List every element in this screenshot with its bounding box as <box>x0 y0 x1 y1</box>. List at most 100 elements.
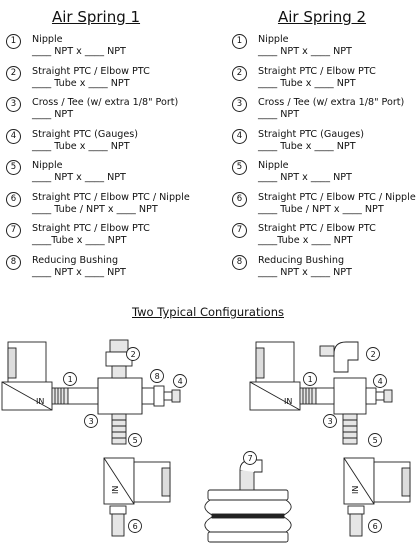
right-nipple-1 <box>299 387 317 405</box>
svg-text:1: 1 <box>308 375 313 384</box>
left-callout-1: 1 <box>63 372 77 386</box>
part-size-blank: ____ NPT x ____ NPT <box>32 46 126 57</box>
part-number-badge: 5 <box>232 160 247 175</box>
svg-text:3: 3 <box>328 417 333 426</box>
configurations-diagram: IN <box>1 339 411 543</box>
air-spring-2-title: Air Spring 2 <box>277 8 367 26</box>
part-number-badge: 4 <box>6 128 21 144</box>
part-number-badge: 8 <box>6 254 21 270</box>
part-number-badge: 7 <box>232 223 247 238</box>
right-lower-valve: IN <box>343 457 411 505</box>
left-gauge-ptc-4 <box>163 389 181 403</box>
part-name: Straight PTC / Elbow PTC / Nipple <box>258 191 416 203</box>
left-straight-ptc-2 <box>105 339 133 379</box>
part-size-blank: ____Tube x ____ NPT <box>32 235 127 246</box>
left-lower-valve-in-label: IN <box>111 486 120 494</box>
part-name: Nipple <box>258 34 289 45</box>
left-callout-2: 2 <box>126 347 140 361</box>
right-callout-3: 3 <box>323 414 337 428</box>
part-size-blank: ____ NPT x ____ NPT <box>32 266 126 278</box>
svg-text:8: 8 <box>155 372 160 381</box>
right-callout-6: 6 <box>368 519 382 533</box>
right-callout-1: 1 <box>303 372 317 386</box>
part-item: 7 Straight PTC / Elbow PTC____Tube x ____… <box>232 223 416 255</box>
part-number-badge: 2 <box>232 65 247 81</box>
part-name: Straight PTC / Elbow PTC <box>258 223 376 234</box>
svg-text:6: 6 <box>373 522 378 531</box>
svg-text:2: 2 <box>371 350 376 359</box>
right-callout-5: 5 <box>368 433 382 447</box>
configurations-title: Two Typical Configurations <box>132 305 284 319</box>
part-number-badge: 1 <box>6 34 21 49</box>
right-callout-2: 2 <box>366 347 380 361</box>
part-name: Nipple <box>32 34 63 45</box>
svg-text:1: 1 <box>68 375 73 384</box>
air-spring-bellows: 7 <box>204 451 292 543</box>
part-number-badge: 2 <box>6 65 21 81</box>
part-size-blank: ____ Tube x ____ NPT <box>32 77 130 89</box>
part-item: 6 Straight PTC / Elbow PTC / Nipple____ T… <box>6 191 196 224</box>
part-name: Straight PTC / Elbow PTC <box>32 223 150 234</box>
part-size-blank: ____ Tube x ____ NPT <box>258 77 356 89</box>
left-nipple-5 <box>111 413 127 445</box>
part-number-badge: 8 <box>232 254 247 270</box>
part-name: Reducing Bushing <box>258 254 345 266</box>
svg-text:3: 3 <box>89 417 94 426</box>
part-number-badge: 3 <box>6 97 21 112</box>
svg-text:5: 5 <box>373 436 378 445</box>
left-valve-in-label: IN <box>36 397 44 406</box>
part-number-badge: 3 <box>232 97 247 112</box>
left-lower-valve: IN <box>103 457 171 505</box>
right-straight-ptc-6 <box>347 505 365 537</box>
air-spring-1-title: Air Spring 1 <box>51 8 141 26</box>
right-nipple-5 <box>342 413 358 445</box>
left-callout-6: 6 <box>128 519 142 533</box>
left-nipple-1 <box>51 387 69 405</box>
part-size-blank: ____ NPT x ____ NPT <box>32 172 126 183</box>
part-size-blank: ____ Tube / NPT x ____ NPT <box>258 203 384 215</box>
left-configuration: IN <box>1 339 187 537</box>
part-number-badge: 1 <box>232 34 247 49</box>
part-size-blank: ____ Tube x ____ NPT <box>258 140 356 152</box>
left-straight-ptc-6 <box>109 505 127 537</box>
part-size-blank: ____ Tube / NPT x ____ NPT <box>32 203 158 215</box>
right-callout-4: 4 <box>373 374 387 388</box>
left-cross-fitting <box>67 377 155 415</box>
svg-text:7: 7 <box>248 454 253 463</box>
part-number-badge: 6 <box>6 191 21 207</box>
left-callout-5: 5 <box>128 433 142 447</box>
part-item: 8 Reducing Bushing____ NPT x ____ NPT <box>232 254 416 287</box>
part-number-badge: 7 <box>6 223 21 238</box>
right-tee-fitting <box>315 377 377 415</box>
svg-text:2: 2 <box>131 350 136 359</box>
left-reducing-bushing-8 <box>153 385 165 407</box>
part-name: Straight PTC (Gauges) <box>258 128 365 140</box>
part-item: 7 Straight PTC / Elbow PTC____Tube x ____… <box>6 223 196 255</box>
left-callout-4: 4 <box>173 374 187 388</box>
part-number-badge: 4 <box>232 128 247 144</box>
left-callout-3: 3 <box>84 414 98 428</box>
left-solenoid-valve: IN <box>1 341 53 411</box>
part-item: 1 Nipple____ NPT x ____ NPT <box>6 34 196 66</box>
left-callout-8: 8 <box>150 369 164 383</box>
part-size-blank: ____Tube x ____ NPT <box>258 235 353 246</box>
part-name: Straight PTC / Elbow PTC <box>258 65 376 77</box>
spring-callout-7: 7 <box>243 451 257 465</box>
right-configuration: IN IN <box>249 341 411 537</box>
svg-text:4: 4 <box>378 377 383 386</box>
part-name: Nipple <box>32 160 63 171</box>
part-size-blank: ____ Tube x ____ NPT <box>32 140 130 152</box>
part-size-blank: ____ NPT x ____ NPT <box>258 266 352 278</box>
part-name: Straight PTC / Elbow PTC / Nipple <box>32 191 190 203</box>
part-size-blank: ____ NPT x ____ NPT <box>258 46 352 57</box>
